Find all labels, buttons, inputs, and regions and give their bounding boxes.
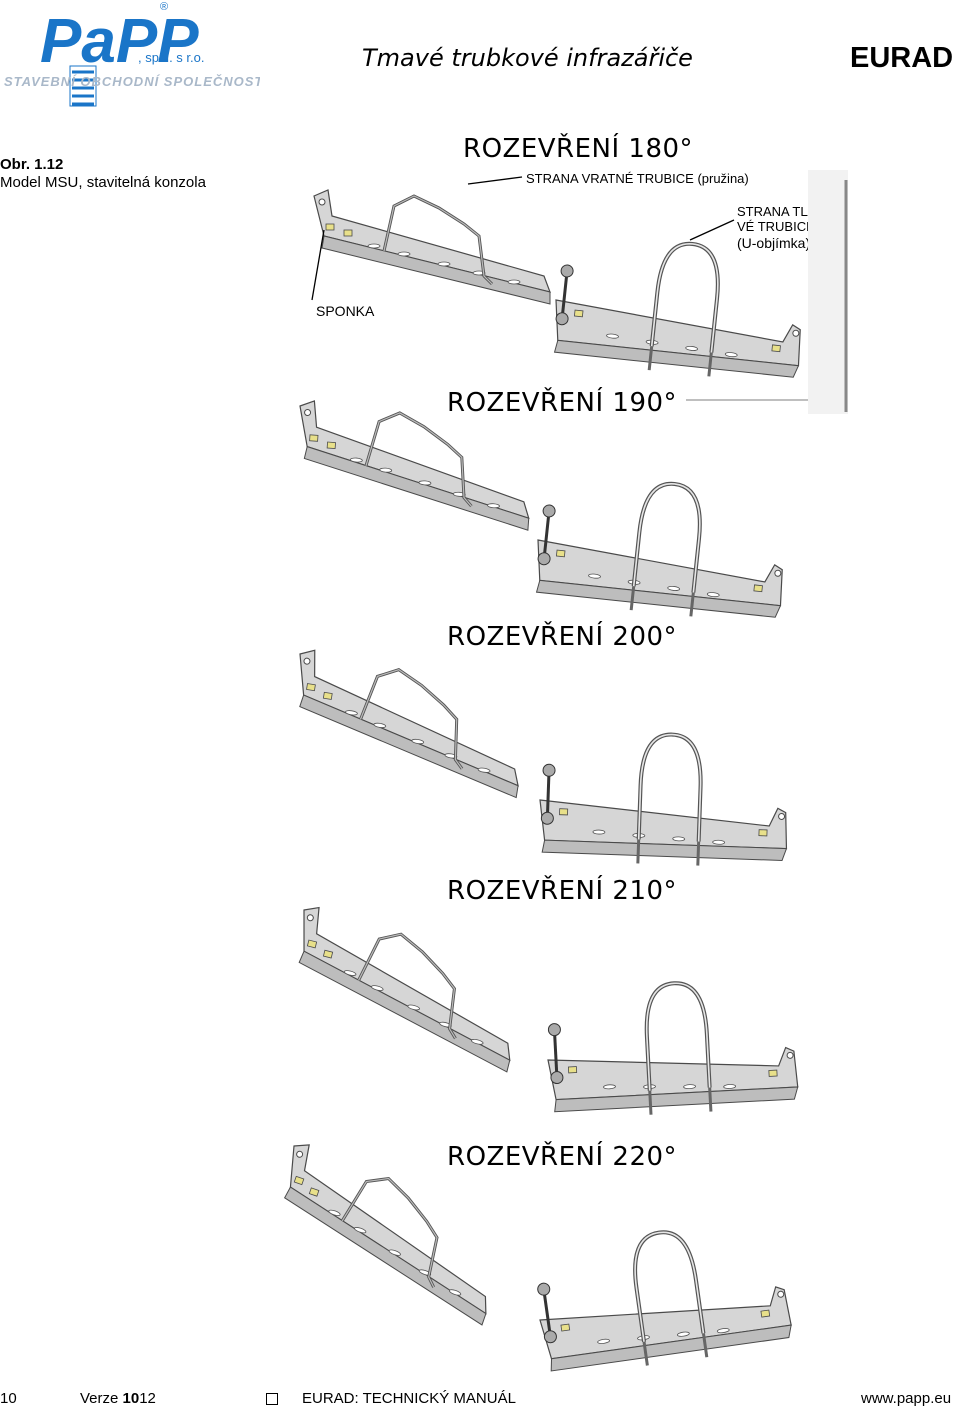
bracket-210-right [544, 977, 798, 1120]
logo-text: PaPP [40, 7, 199, 76]
bracket-220 [257, 1138, 521, 1327]
website-link[interactable]: www.papp.eu [861, 1390, 952, 1407]
callout-return-tube: STRANA VRATNÉ TRUBICE (pružina) [526, 171, 749, 186]
bracket-190 [290, 398, 538, 532]
figure-number: Obr. 1.12 [0, 156, 64, 173]
bracket-180-right [547, 228, 812, 388]
callout-pressure-line2: VÉ TRUBICE [737, 219, 815, 234]
bracket-180 [312, 188, 552, 306]
checkbox-icon [266, 1393, 278, 1405]
bracket-200 [281, 646, 536, 800]
product-name: EURAD [850, 42, 954, 74]
company-logo: PaPP ® , spol. s r.o. STAVEBNÍ OBCHODNÍ … [0, 0, 262, 110]
callout-clip: SPONKA [316, 303, 375, 319]
heading-210: ROZEVŘENÍ 210° [447, 876, 678, 906]
bracket-190-right [529, 468, 794, 628]
logo-tagline: STAVEBNÍ OBCHODNÍ SPOLEČNOST [4, 74, 260, 89]
page-number: 10 [0, 1390, 17, 1407]
callout-pressure-line3: (U-objímka) [737, 235, 811, 251]
bracket-210 [276, 902, 536, 1074]
manual-title: EURAD: TECHNICKÝ MANUÁL [302, 1390, 516, 1407]
bracket-200-right [538, 730, 790, 869]
document-title: Tmavé trubkové infrazářiče [362, 44, 693, 72]
bracket-220-right [528, 1214, 796, 1382]
heading-190: ROZEVŘENÍ 190° [447, 388, 678, 418]
heading-200: ROZEVŘENÍ 200° [447, 622, 678, 652]
logo-suffix: , spol. s r.o. [138, 50, 204, 65]
heading-220: ROZEVŘENÍ 220° [447, 1142, 678, 1172]
version: Verze 1012 [80, 1390, 156, 1407]
heading-180: ROZEVŘENÍ 180° [463, 134, 694, 164]
figure-caption: Model MSU, stavitelná konzola [0, 174, 206, 191]
svg-text:®: ® [160, 1, 168, 13]
